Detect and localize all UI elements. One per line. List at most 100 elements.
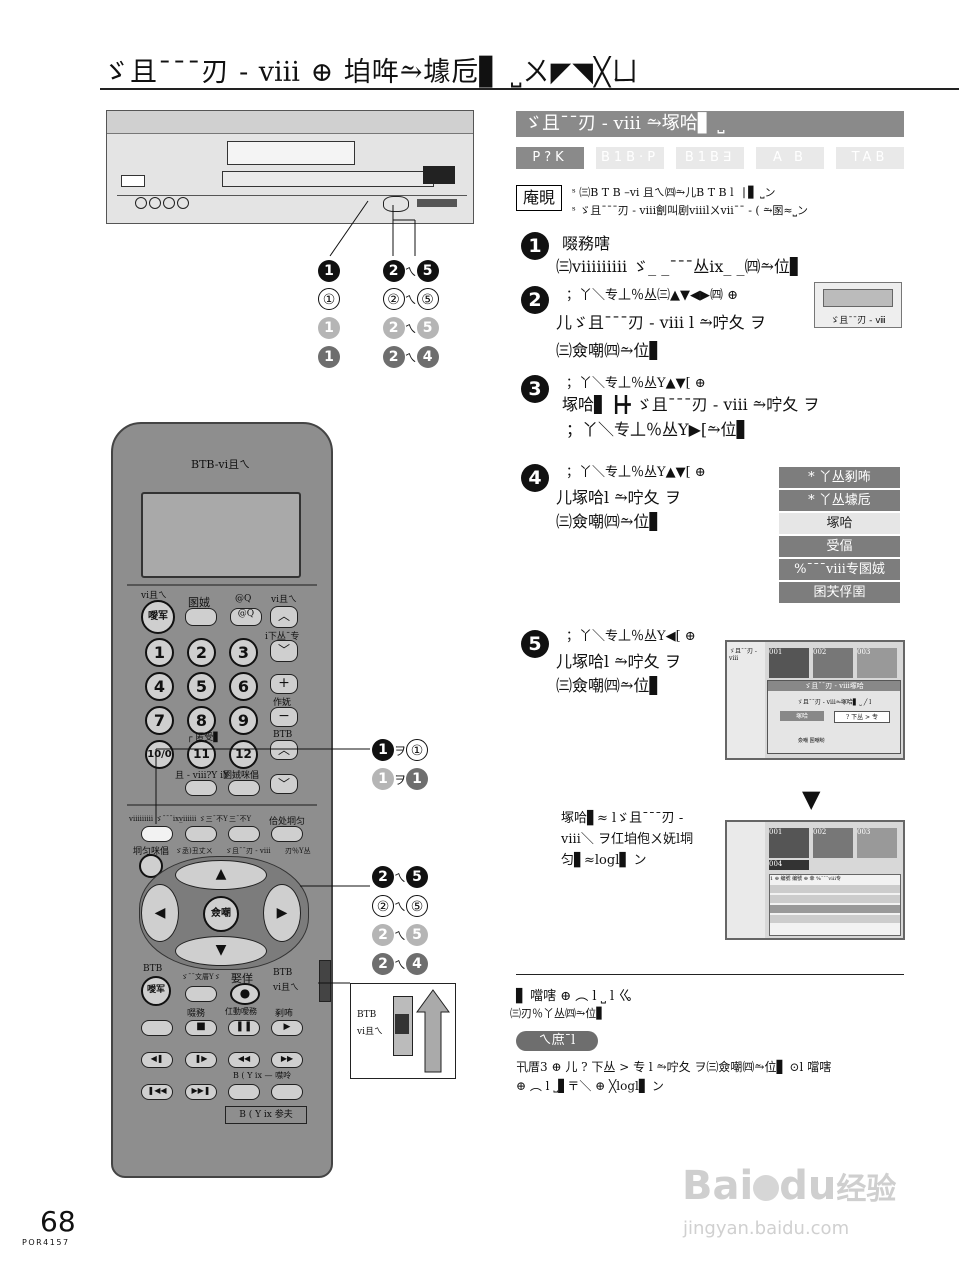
channel-up-button[interactable]: ︿ bbox=[270, 606, 298, 628]
step-4-line-2: 儿塚哈ⅼ ⥲咛夂 ヲ bbox=[556, 488, 681, 507]
function-button-c[interactable] bbox=[185, 826, 217, 842]
function-button-d[interactable] bbox=[228, 826, 260, 842]
skip-back-button[interactable]: ❚◀◀ bbox=[141, 1084, 173, 1100]
num-5-button[interactable]: 5 bbox=[187, 672, 216, 701]
stop-button[interactable]: ■ bbox=[185, 1020, 217, 1036]
legend-step-1: 1 bbox=[318, 260, 340, 282]
num-4-button[interactable]: 4 bbox=[145, 672, 174, 701]
step-5-line-1: ；丫＼专丄％丛Y◀[ ⊕ bbox=[566, 629, 696, 644]
section-rule bbox=[516, 974, 904, 975]
volume-down-button[interactable]: − bbox=[270, 707, 298, 727]
remote-lcd bbox=[141, 492, 301, 578]
num-9-button[interactable]: 9 bbox=[229, 706, 258, 735]
skip-forward-button[interactable]: ▶▶❚ bbox=[185, 1084, 217, 1100]
ok-button[interactable]: 僉嘲 bbox=[203, 896, 239, 932]
legend-step-5: 5 bbox=[416, 260, 439, 282]
num-6-button[interactable]: 6 bbox=[229, 672, 258, 701]
menu-item-6[interactable]: 囷芖俘圉 bbox=[779, 582, 900, 604]
num-7-button[interactable]: 7 bbox=[145, 706, 174, 735]
step-4-line-3: ㈢僉嘲㈣⥲位▋ bbox=[556, 512, 662, 531]
power-button[interactable]: 噯军 bbox=[141, 600, 175, 634]
num-11-button[interactable]: 11 bbox=[187, 740, 216, 769]
menu-item-4[interactable]: 受偪 bbox=[779, 536, 900, 558]
note-line-2: ˢ ゞ且¯¯¯刃 - ⅷ劊叫剧ⅷlㄨⅶ¯¯ - ( ⥲圂≈⎵ン bbox=[572, 204, 809, 217]
tab-4: A B bbox=[756, 147, 824, 169]
step-3-number: 3 bbox=[521, 375, 549, 403]
btb-down-button[interactable]: ﹀ bbox=[270, 774, 298, 794]
tab-2: B1B·P bbox=[596, 147, 664, 169]
q-button[interactable]: @Q bbox=[230, 608, 262, 626]
slow-rewind-button[interactable]: ◀❚ bbox=[141, 1052, 173, 1068]
slow-forward-button[interactable]: ❚▶ bbox=[185, 1052, 217, 1068]
tab-5: TAB bbox=[836, 147, 904, 169]
arrow-down-button[interactable]: ▼ bbox=[175, 936, 267, 966]
volume-up-button[interactable]: + bbox=[270, 674, 298, 694]
section-title: ゞ且¯¯刃 - ⅷ ⥲塚哈▋ ⎵ bbox=[516, 111, 904, 137]
function-button-i[interactable] bbox=[271, 1084, 303, 1100]
fast-forward-button[interactable]: ▶▶ bbox=[271, 1052, 303, 1068]
rewind-button[interactable]: ◀◀ bbox=[228, 1052, 260, 1068]
function-button-g[interactable] bbox=[141, 1020, 173, 1036]
num-2-button[interactable]: 2 bbox=[187, 638, 216, 667]
arrow-left-button[interactable]: ◀ bbox=[141, 884, 179, 942]
step-5-screen: ゞ且¯¯刃 - ⅷ 001 002 003 ゞ且¯¯刃 - ⅷ塚哈 ゞ且¯¯刃 … bbox=[725, 640, 905, 760]
step-3-line-3: ；丫＼专丄％丛Y▶[⥲位▋ bbox=[566, 420, 749, 439]
dialog-confirm-button[interactable]: 塚哈 bbox=[780, 711, 824, 721]
tab-3: B1B∃ bbox=[676, 147, 744, 169]
num-12-button[interactable]: 12 bbox=[229, 740, 258, 769]
function-button-e[interactable] bbox=[271, 826, 303, 842]
step-3-line-1: ；丫＼专丄％丛Y▲▼[ ⊕ bbox=[566, 376, 706, 391]
note-label: 庵晛 bbox=[516, 185, 562, 211]
record-button[interactable]: ● bbox=[230, 983, 260, 1005]
page-number: 68 bbox=[40, 1205, 76, 1238]
play-button[interactable]: ▶ bbox=[271, 1020, 303, 1036]
menu-item-2[interactable]: * 丫丛壉卮 bbox=[779, 490, 900, 512]
pause-button[interactable]: ❚❚ bbox=[228, 1020, 260, 1036]
channel-down-button[interactable]: ﹀ bbox=[270, 640, 298, 662]
watermark-url: jingyan.baidu.com bbox=[683, 1218, 850, 1239]
function-button-a[interactable] bbox=[185, 780, 217, 796]
num-3-button[interactable]: 3 bbox=[229, 638, 258, 667]
arrow-right-button[interactable]: ▶ bbox=[263, 884, 301, 942]
btb-power-button[interactable]: 噯军 bbox=[141, 976, 171, 1006]
step-1-number: 1 bbox=[521, 232, 549, 260]
menu-item-selected[interactable]: 塚哈 bbox=[779, 513, 900, 535]
side-switch[interactable] bbox=[319, 960, 331, 1002]
num-10-button[interactable]: 10/0 bbox=[145, 740, 174, 769]
btb-up-button[interactable]: ︿ bbox=[270, 740, 298, 760]
num-1-button[interactable]: 1 bbox=[145, 638, 174, 667]
function-button-f[interactable] bbox=[185, 986, 217, 1002]
highlighted-button[interactable] bbox=[141, 826, 173, 842]
menu-item-1[interactable]: * 丫丛剢咘 bbox=[779, 467, 900, 489]
vcr-callout-lines bbox=[329, 200, 416, 257]
step-3-line-2: 塚哈▋ ┣╋ ゞ且¯¯¯刃 - ⅷ ⥲咛夂 ヲ bbox=[562, 395, 820, 414]
dialog-cancel-button[interactable]: ? 下丛 > 专 bbox=[834, 711, 890, 723]
title-rule bbox=[100, 88, 959, 90]
step-2-line-1: ；丫＼专丄％丛㈢▲▼◀▶㈣ ⊕ bbox=[566, 288, 739, 303]
function-button-b[interactable] bbox=[228, 780, 260, 796]
after-line-3: 匀▋≈ⅼogl▋ ン bbox=[561, 853, 647, 868]
down-arrow-icon: ▼ bbox=[802, 785, 821, 813]
num-8-button[interactable]: 8 bbox=[187, 706, 216, 735]
vcr-illustration bbox=[106, 110, 474, 224]
paw-icon bbox=[753, 1175, 780, 1201]
after-line-1: 塚哈▋≈ ⅼゞ且¯¯¯刃 - bbox=[561, 811, 684, 826]
page-code: POR4157 bbox=[22, 1238, 70, 1247]
tip-line-1: 卂厝3 ⊕ 儿 ? 下丛 > 专 ⅼ ⥲咛夂 ヲ㈢僉嘲㈣⥲位▋ ⊙ⅼ 噹嗐 bbox=[516, 1060, 832, 1074]
page-title: ゞ且¯¯¯刃 - ⅷ ⊕ 垍哖⥲壉卮▋ ⎵ㄨ◤◥╳ㄩ bbox=[102, 57, 640, 88]
menu-button[interactable] bbox=[185, 608, 217, 626]
arrow-up-button[interactable]: ▲ bbox=[175, 860, 267, 890]
menu-item-5[interactable]: %¯¯¯ⅷ专圂娀 bbox=[779, 559, 900, 581]
function-button-h[interactable] bbox=[228, 1084, 260, 1100]
